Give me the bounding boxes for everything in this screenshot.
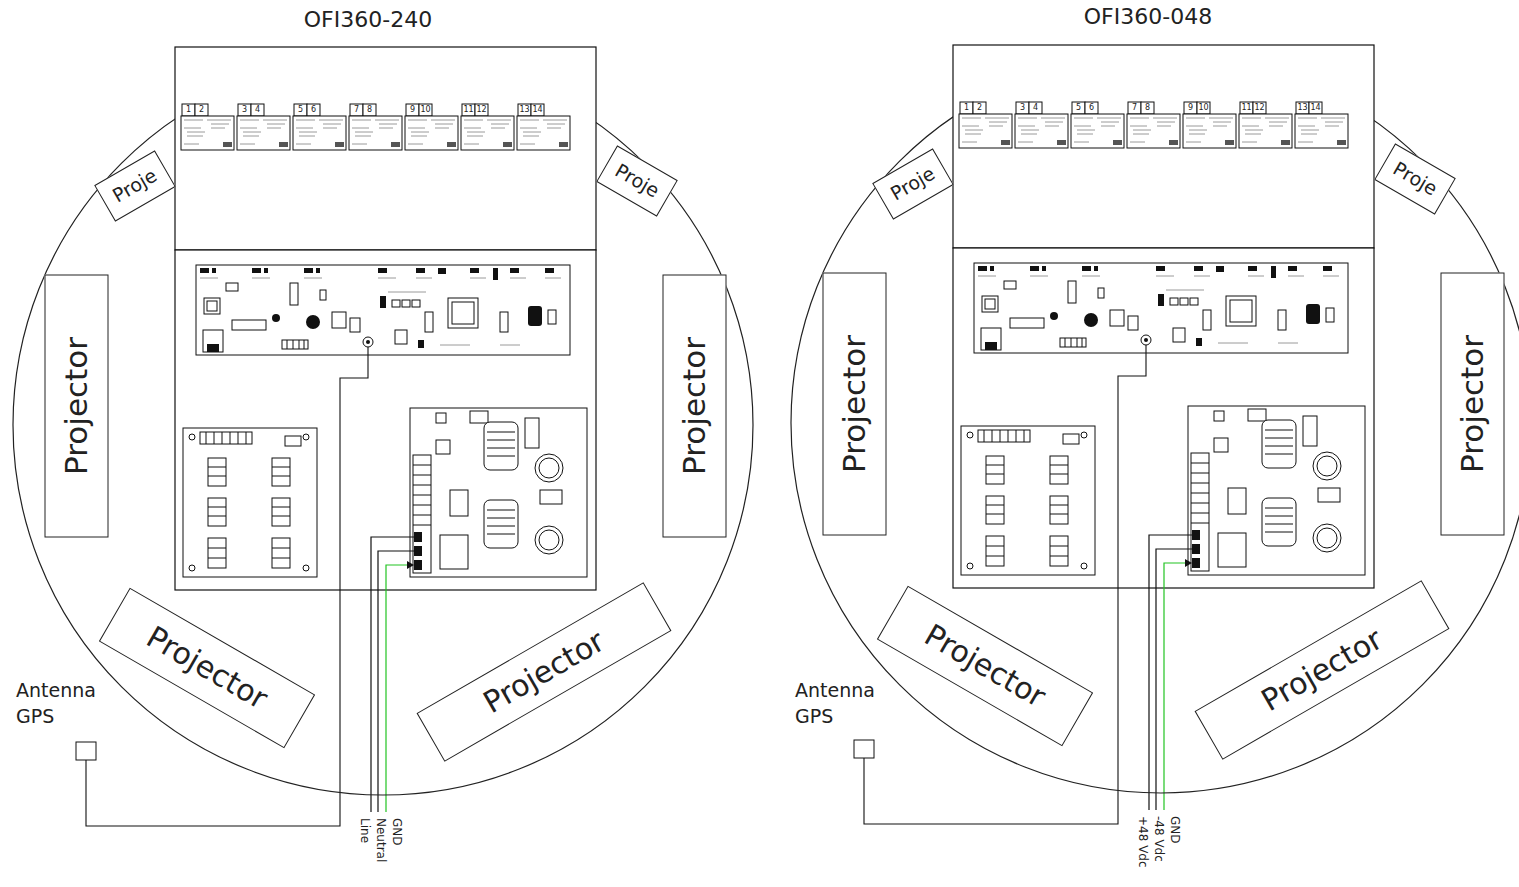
projector-label: Projector: [919, 618, 1052, 715]
terminal-number: 8: [1141, 102, 1154, 114]
wire-label: +48 Vdc: [1135, 816, 1150, 868]
terminal-number: 10: [1197, 102, 1210, 114]
terminal-number: 7: [1128, 102, 1141, 114]
terminal-number: 9: [1184, 102, 1197, 114]
unit-title: OFI360-048: [1084, 3, 1212, 31]
projector-box: Proje: [1374, 143, 1456, 214]
housing-outline: OFI360-240ProjeProjeProjectorProjectorPr…: [13, 55, 753, 795]
terminal-number: 6: [1085, 102, 1098, 114]
unit-title: OFI360-240: [304, 6, 432, 34]
projector-label: Projector: [1454, 335, 1490, 473]
terminal-number: 2: [973, 102, 986, 114]
housing-circle-outline: [13, 55, 753, 795]
terminal-number: 5: [294, 104, 307, 116]
terminal-number: 6: [307, 104, 320, 116]
terminal-number: 11: [462, 104, 475, 116]
projector-label: Proje: [887, 163, 939, 205]
terminal-number: 1: [960, 102, 973, 114]
projector-label: Proje: [611, 160, 663, 202]
projector-label: Proje: [109, 165, 161, 207]
housing-outline: OFI360-048ProjeProjeProjectorProjectorPr…: [791, 53, 1519, 793]
wire-label: GND: [389, 818, 404, 846]
terminal-number: 7: [350, 104, 363, 116]
terminal-number: 5: [1072, 102, 1085, 114]
terminal-number: 1: [182, 104, 195, 116]
antenna-label: Antenna GPS: [16, 677, 112, 729]
projector-label: Projector: [58, 337, 94, 475]
projector-box: Projector: [662, 275, 726, 538]
projector-label: Projector: [141, 620, 274, 717]
projector-box: Proje: [94, 150, 176, 221]
projector-box: Proje: [872, 148, 954, 219]
terminal-number: 14: [531, 104, 544, 116]
wire-label: Neutral: [373, 818, 388, 862]
terminal-number: 4: [251, 104, 264, 116]
terminal-number: 3: [1016, 102, 1029, 114]
projector-box: Projector: [44, 275, 108, 538]
wire-label: Line: [357, 818, 372, 843]
projector-label: Projector: [1256, 622, 1389, 719]
projector-box: Projector: [99, 588, 315, 749]
antenna-label: Antenna GPS: [795, 677, 891, 729]
projector-box: Projector: [417, 582, 672, 761]
terminal-number: 9: [406, 104, 419, 116]
projector-label: Projector: [478, 624, 611, 721]
terminal-number: 11: [1240, 102, 1253, 114]
housing-circle-outline: [791, 53, 1519, 793]
terminal-number: 4: [1029, 102, 1042, 114]
projector-box: Projector: [1195, 580, 1450, 759]
projector-label: Projector: [836, 335, 872, 473]
terminal-number: 14: [1309, 102, 1322, 114]
terminal-number: 13: [518, 104, 531, 116]
projector-label: Projector: [676, 337, 712, 475]
projector-box: Proje: [596, 145, 678, 216]
terminal-number: 12: [1253, 102, 1266, 114]
terminal-number: 13: [1296, 102, 1309, 114]
terminal-number: 3: [238, 104, 251, 116]
terminal-number: 2: [195, 104, 208, 116]
projector-label: Proje: [1389, 158, 1441, 200]
projector-box: Projector: [877, 586, 1093, 747]
terminal-number: 10: [419, 104, 432, 116]
wire-label: GND: [1167, 816, 1182, 844]
projector-box: Projector: [1440, 273, 1504, 536]
projector-box: Projector: [822, 273, 886, 536]
wire-label: -48 Vdc: [1151, 816, 1166, 862]
terminal-number: 8: [363, 104, 376, 116]
terminal-number: 12: [475, 104, 488, 116]
